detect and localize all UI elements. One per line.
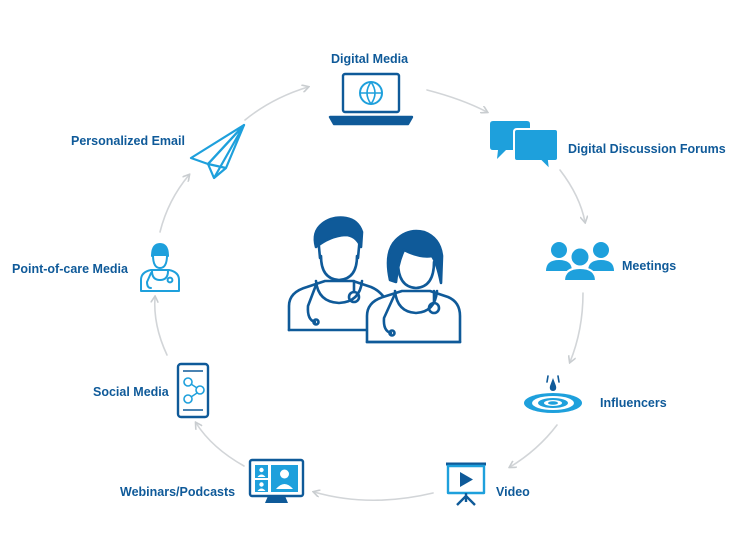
doctor-icon	[140, 243, 180, 292]
label-influencers: Influencers	[600, 396, 667, 410]
presentation-play-icon	[446, 462, 486, 506]
label-digital-media: Digital Media	[331, 52, 409, 66]
arrow-video-to-webinars	[314, 492, 434, 502]
arrow-point-of-care-to-email	[159, 175, 189, 233]
label-meetings: Meetings	[622, 259, 677, 273]
arrow-social-to-point-of-care	[155, 297, 168, 356]
doctors-icon	[287, 216, 462, 344]
people-group-icon	[546, 242, 614, 282]
label-video: Video	[496, 485, 530, 499]
cycle-arrows	[155, 87, 585, 502]
label-point-of-care-media: Point-of-care Media	[12, 262, 128, 276]
arrow-influencers-to-video	[510, 424, 558, 467]
arrow-digital-media-to-forums	[426, 89, 487, 112]
chat-bubbles-icon	[490, 121, 559, 173]
label-personalized-email: Personalized Email	[71, 134, 185, 148]
arrow-email-to-digital-media	[244, 87, 308, 121]
arrow-meetings-to-influencers	[570, 292, 584, 362]
arrow-webinars-to-social	[196, 423, 245, 467]
video-conference-icon	[248, 458, 305, 503]
label-digital-discussion-forums: Digital Discussion Forums	[568, 142, 726, 156]
arrow-forums-to-meetings	[559, 169, 585, 222]
phone-network-icon	[176, 362, 210, 419]
ripple-drop-icon	[524, 375, 582, 413]
label-webinars-podcasts: Webinars/Podcasts	[120, 485, 236, 499]
laptop-globe-icon	[328, 72, 414, 126]
label-social-media: Social Media	[93, 385, 169, 399]
paper-plane-icon	[189, 123, 246, 180]
